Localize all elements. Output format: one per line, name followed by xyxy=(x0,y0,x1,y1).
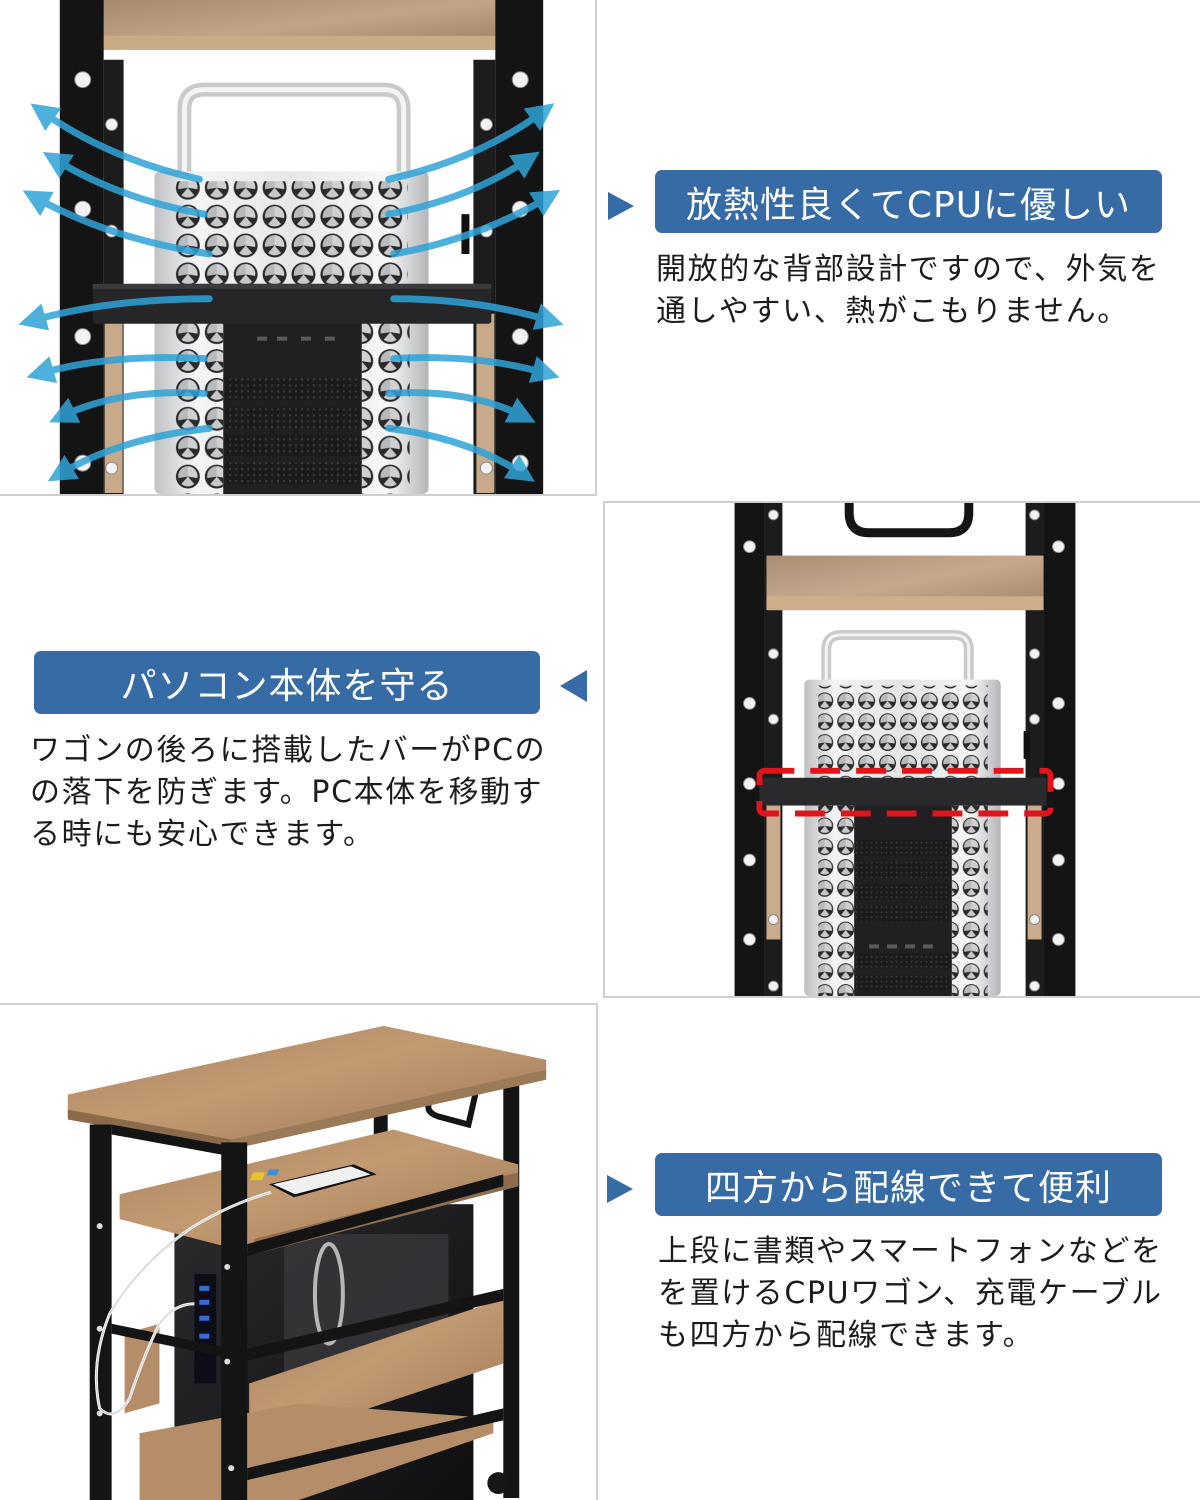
section-heading: 放熱性良くてCPUに優しい xyxy=(685,184,1132,226)
section-heading: パソコン本体を守る xyxy=(120,665,454,707)
highlight-box xyxy=(756,767,1054,817)
description-line: も四方から配線できます。 xyxy=(658,1318,1035,1353)
cpu-wagon-illustration xyxy=(67,1025,547,1500)
description-line: を置けるCPUワゴン、充電ケーブル xyxy=(658,1276,1163,1311)
rack-airflow-illustration xyxy=(18,0,564,494)
section-heading-badge: パソコン本体を守る xyxy=(34,651,540,714)
product-image-protect-pc xyxy=(603,501,1200,998)
section-description: 開放的な背部設計ですので、外気を 通しやすい、熱がこもりません。 xyxy=(656,249,1160,333)
description-line: 上段に書類やスマートフォンなどを xyxy=(658,1234,1163,1269)
section-description: ワゴンの後ろに搭載したバーがPCの の落下を防ぎます。PC本体を移動す る時にも… xyxy=(30,730,546,856)
pointer-triangle-right-icon xyxy=(607,1175,633,1203)
pointer-triangle-left-icon xyxy=(560,670,587,702)
description-line: ワゴンの後ろに搭載したバーがPCの xyxy=(30,733,547,768)
section-heading-badge: 四方から配線できて便利 xyxy=(655,1153,1162,1216)
product-image-cable-routing xyxy=(0,1003,598,1500)
product-image-heat-dissipation xyxy=(0,0,597,496)
description-line: 通しやすい、熱がこもりません。 xyxy=(656,294,1129,329)
rear-bar-highlight-illustration xyxy=(734,503,1076,996)
section-heading-badge: 放熱性良くてCPUに優しい xyxy=(655,170,1162,233)
section-description: 上段に書類やスマートフォンなどを を置けるCPUワゴン、充電ケーブル も四方から… xyxy=(658,1231,1163,1357)
description-line: の落下を防ぎます。PC本体を移動す xyxy=(30,775,544,810)
pointer-triangle-right-icon xyxy=(608,192,634,220)
section-heading: 四方から配線できて便利 xyxy=(704,1167,1112,1209)
description-line: 開放的な背部設計ですので、外気を xyxy=(656,252,1161,287)
description-line: る時にも安心できます。 xyxy=(30,817,375,852)
